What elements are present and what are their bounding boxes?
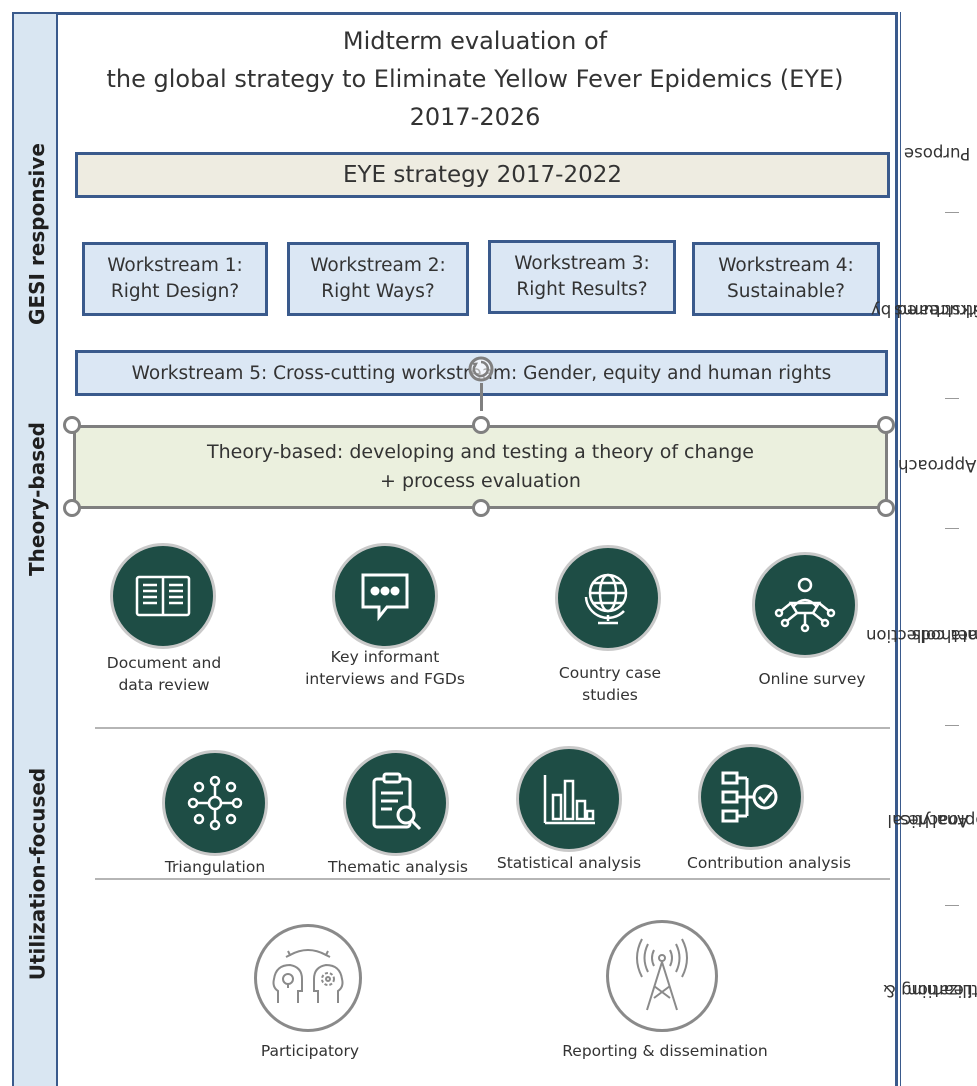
right-label-purpose: Purpose: [904, 143, 971, 163]
section-divider-2: [95, 878, 890, 880]
strategy-box[interactable]: EYE strategy 2017-2022: [75, 152, 890, 198]
right-tick-2: [945, 398, 959, 399]
right-tick-5: [945, 905, 959, 906]
workstream-4-line2: Sustainable?: [727, 281, 845, 302]
workstream-3-box[interactable]: Workstream 3: Right Results?: [488, 240, 676, 314]
title-line-3: 2017-2026: [409, 103, 541, 131]
workstream-3-line2: Right Results?: [516, 279, 648, 300]
right-label-learning: Learning &utilization: [882, 981, 977, 1000]
caption-statistical-analysis: Statistical analysis: [496, 854, 642, 872]
right-tick-1: [945, 212, 959, 213]
resize-handle-top-right[interactable]: [877, 416, 895, 434]
network-person-icon: [752, 552, 858, 658]
diagram-title: Midterm evaluation of the global strateg…: [70, 22, 880, 136]
globe-icon: [555, 545, 661, 651]
caption-online-survey: Online survey: [758, 670, 866, 688]
workstream-2-line2: Right Ways?: [321, 281, 435, 302]
resize-handle-top-center[interactable]: [472, 416, 490, 434]
caption-thematic-analysis: Thematic analysis: [327, 858, 468, 876]
resize-handle-bottom-right[interactable]: [877, 499, 895, 517]
right-tick-3: [945, 528, 959, 529]
right-label-approach: Approach: [898, 456, 977, 475]
caption-triangulation: Triangulation: [164, 858, 266, 876]
checklist-icon: [698, 744, 804, 850]
heads-exchange-icon: [254, 924, 362, 1032]
right-label-structured: Structured byworkstreams: [871, 301, 977, 320]
resize-handle-top-left[interactable]: [63, 416, 81, 434]
approach-line-1: Theory-based: developing and testing a t…: [207, 441, 754, 463]
left-category-bar: GESI responsive Theory-based Utilization…: [12, 12, 58, 1086]
left-label-utilization: Utilization-focused: [25, 767, 49, 981]
right-label-analytical: Analyticalapproaches: [886, 811, 977, 830]
workstream-1-box[interactable]: Workstream 1: Right Design?: [82, 242, 268, 316]
antenna-icon: [606, 920, 718, 1032]
triangulation-icon: [162, 750, 268, 856]
workstream-1-line2: Right Design?: [110, 281, 240, 302]
workstream-4-line1: Workstream 4:: [718, 255, 854, 276]
speech-bubble-icon: [332, 543, 438, 649]
caption-participatory: Participatory: [260, 1042, 360, 1060]
caption-contribution-analysis: Contribution analysis: [687, 854, 851, 872]
bar-chart-icon: [516, 746, 622, 852]
caption-country-case-studies: Country case studies: [558, 664, 662, 704]
approach-box[interactable]: Theory-based: developing and testing a t…: [73, 425, 888, 509]
right-tick-4: [945, 725, 959, 726]
workstream-3-line1: Workstream 3:: [514, 253, 650, 274]
strategy-box-label: EYE strategy 2017-2022: [342, 162, 623, 188]
workstream-4-box[interactable]: Workstream 4: Sustainable?: [692, 242, 880, 316]
resize-handle-bottom-center[interactable]: [472, 499, 490, 517]
book-icon: [110, 543, 216, 649]
main-frame: [58, 12, 898, 1086]
left-label-gesi: GESI responsive: [25, 143, 49, 325]
workstream-2-line1: Workstream 2:: [310, 255, 446, 276]
title-line-1: Midterm evaluation of: [342, 27, 608, 55]
caption-reporting-dissemination: Reporting & dissemination: [562, 1042, 768, 1060]
section-divider-1: [95, 727, 890, 729]
left-label-theory: Theory-based: [25, 422, 50, 576]
workstream-1-line1: Workstream 1:: [107, 255, 243, 276]
resize-handle-bottom-left[interactable]: [63, 499, 81, 517]
title-line-2: the global strategy to Eliminate Yellow …: [106, 65, 844, 93]
workstream-2-box[interactable]: Workstream 2: Right Ways?: [287, 242, 469, 316]
rotate-handle-stem: [480, 383, 483, 411]
clipboard-search-icon: [343, 750, 449, 856]
approach-line-2: + process evaluation: [380, 470, 581, 492]
right-divider-line: [900, 12, 901, 1086]
rotate-handle-icon[interactable]: [466, 354, 496, 384]
